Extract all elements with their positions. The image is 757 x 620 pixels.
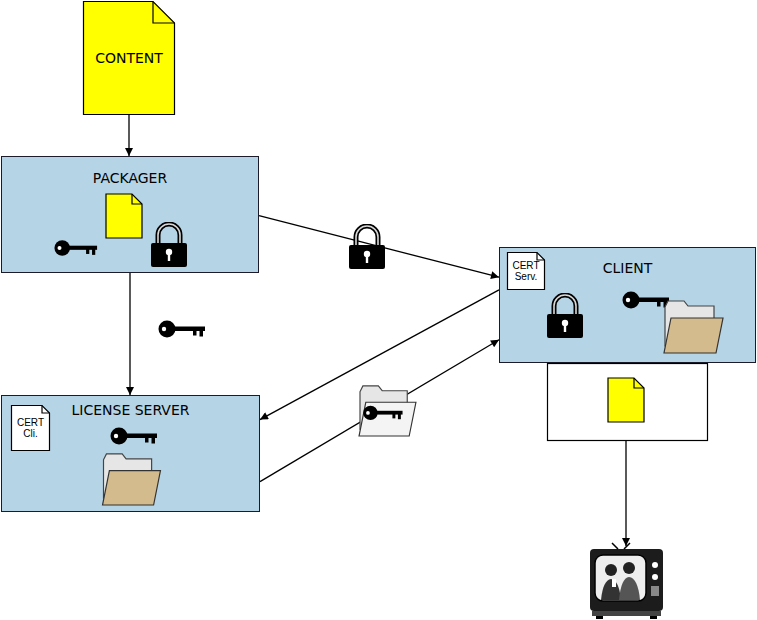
document-shape <box>84 2 175 115</box>
flow-arrow <box>260 290 499 420</box>
output-arrow <box>625 441 626 546</box>
box-title: PACKAGER <box>2 170 258 186</box>
television-icon <box>590 543 663 619</box>
document-label: CERT Serv. <box>509 260 543 283</box>
key-icon <box>111 428 158 445</box>
document-fold <box>42 406 50 414</box>
flow-arrow <box>260 340 499 482</box>
key-icon <box>54 240 97 256</box>
folder-icon <box>664 301 723 353</box>
license-server-box: LICENSE SERVERCERT Cli. <box>1 395 260 512</box>
document-shape <box>508 253 545 290</box>
certificate-document: CERT Cli. <box>11 405 50 451</box>
decoder-box <box>548 364 708 441</box>
lock-icon <box>547 295 583 338</box>
document-shape <box>12 406 50 451</box>
document-fold <box>537 253 545 261</box>
flow-arrow <box>128 115 129 156</box>
document-icon <box>608 378 644 422</box>
license-folder-icon <box>359 386 416 436</box>
document-fold <box>153 2 175 24</box>
lock-icon <box>151 224 187 267</box>
document-label: CERT Cli. <box>13 417 48 440</box>
document-icon <box>106 194 142 238</box>
lock-icon <box>349 226 385 269</box>
key-icon <box>623 292 670 309</box>
certificate-document: CERT Serv. <box>507 252 545 290</box>
flow-arrow <box>129 273 130 395</box>
packager-box: PACKAGER <box>1 156 259 273</box>
client-box: CLIENTCERT Serv. <box>499 247 756 363</box>
folder-icon <box>103 454 161 505</box>
flow-arrow <box>259 216 499 277</box>
box-title: LICENSE SERVER <box>2 402 259 418</box>
key-icon <box>159 321 206 338</box>
content-document: CONTENT <box>83 1 175 115</box>
document-label: CONTENT <box>85 50 173 66</box>
